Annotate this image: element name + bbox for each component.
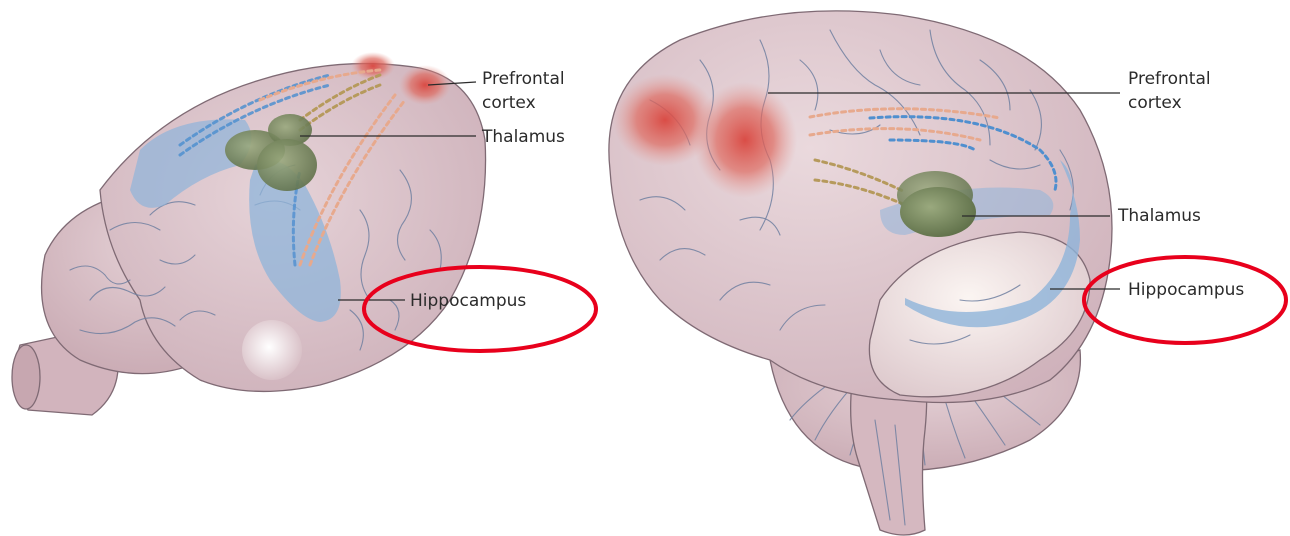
rodent-prefrontal-label: Prefrontal (482, 69, 565, 89)
human-thalamus (897, 171, 976, 237)
human-hippocampus-highlight-ring (1084, 257, 1286, 343)
human-thalamus-label: Thalamus (1117, 206, 1201, 226)
rodent-prefrontal-glow-1 (351, 52, 395, 80)
human-cortex-label: cortex (1128, 93, 1182, 113)
rodent-brain: Prefrontal cortex Thalamus Hippocampus (12, 52, 596, 415)
rodent-cortex-label: cortex (482, 93, 536, 113)
human-prefrontal-glow-2 (693, 82, 797, 198)
rodent-prefrontal-glow-2 (399, 65, 451, 105)
rodent-thalamus-label: Thalamus (481, 127, 565, 147)
rodent-hippocampus-label: Hippocampus (410, 291, 526, 311)
rodent-olfactory-bulb (242, 320, 302, 380)
human-hippocampus-label: Hippocampus (1128, 280, 1244, 300)
human-prefrontal-label: Prefrontal (1128, 69, 1211, 89)
human-brain: Prefrontal cortex Thalamus Hippocampus (609, 11, 1286, 535)
